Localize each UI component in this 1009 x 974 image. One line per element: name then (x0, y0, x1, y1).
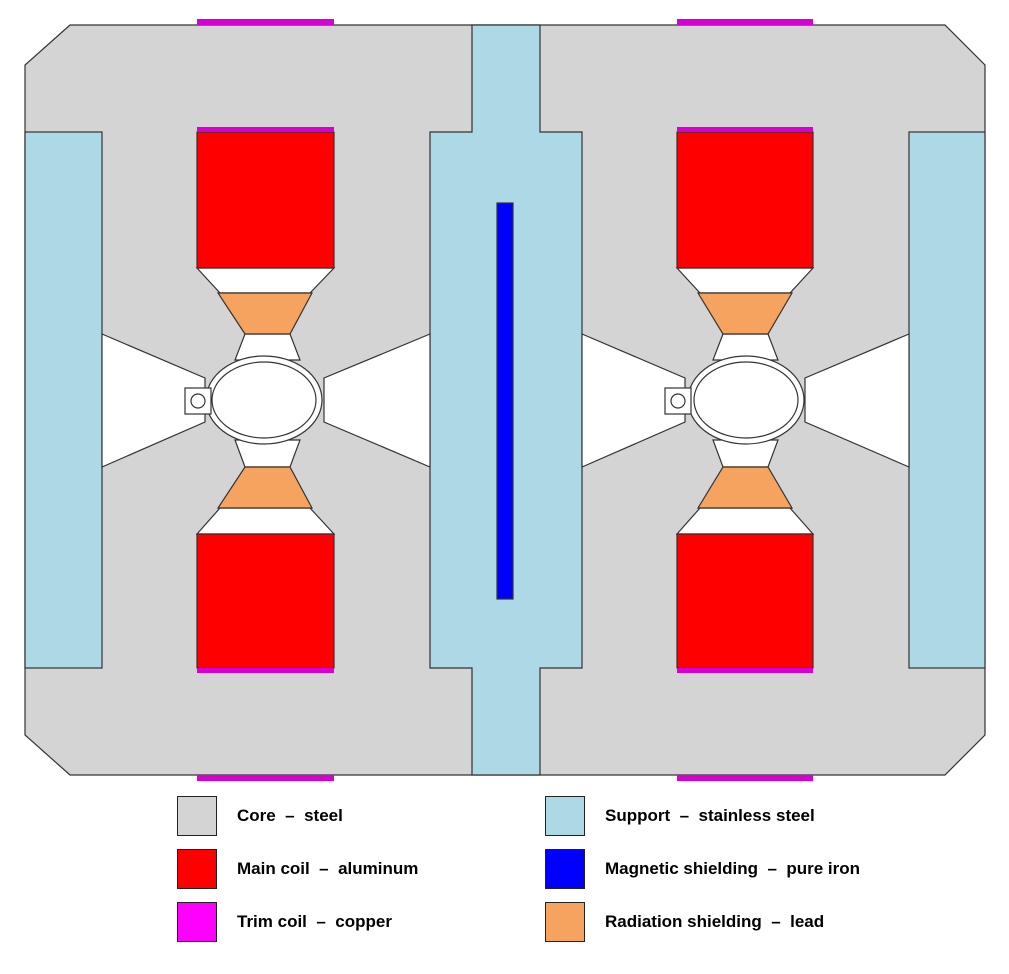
left-upper-radiation-shield (216, 292, 314, 335)
legend-item-trim-coil: Trim coil – copper (177, 902, 392, 942)
legend-item-radiation-shielding: Radiation shielding – lead (545, 902, 824, 942)
legend-swatch-trim-coil (177, 902, 217, 942)
right-lower-coil-gap (675, 507, 815, 535)
trim-coil-right-lower (677, 668, 813, 673)
trim-coil-top-outer-right (677, 19, 813, 25)
trim-coil-bottom-outer-right (677, 775, 813, 781)
trim-coil-top-outer-left (197, 19, 334, 25)
legend-swatch-radiation-shielding (545, 902, 585, 942)
legend-swatch-support (545, 796, 585, 836)
right-lower-main-coil (676, 533, 814, 669)
trim-coil-left-lower (197, 668, 334, 673)
right-upper-radiation-shield (696, 292, 794, 335)
magnet-cross-section-diagram (24, 19, 986, 781)
left-side-port-hole (190, 393, 206, 409)
right-side-port-hole (670, 393, 686, 409)
left-beam-chamber-inner (211, 361, 317, 439)
legend-swatch-core (177, 796, 217, 836)
left-gap-right (323, 333, 431, 468)
magnetic-shielding-bar (496, 202, 514, 600)
right-upper-coil-gap (675, 267, 815, 294)
right-lower-radiation-shield (696, 466, 794, 509)
right-magnet (581, 131, 910, 669)
legend-swatch-magnetic-shielding (545, 849, 585, 889)
trim-coil-right-upper (677, 127, 813, 132)
trim-coil-left-upper (197, 127, 334, 132)
legend-label-core: Core – steel (237, 806, 343, 825)
left-upper-coil-gap (195, 267, 336, 294)
legend-item-core: Core – steel (177, 796, 343, 836)
right-gap (581, 333, 686, 468)
right-support (908, 131, 986, 669)
left-support (24, 131, 103, 669)
left-lower-coil-gap (195, 507, 336, 535)
legend-label-magnetic-shielding: Magnetic shielding – pure iron (605, 859, 861, 878)
legend-item-main-coil: Main coil – aluminum (177, 849, 418, 889)
left-gap (101, 333, 206, 468)
legend-label-support: Support – stainless steel (605, 806, 815, 825)
left-magnet (101, 131, 431, 669)
legend-item-support: Support – stainless steel (545, 796, 815, 836)
right-gap-right (804, 333, 910, 468)
right-beam-chamber-inner (693, 361, 799, 439)
legend-item-magnetic-shielding: Magnetic shielding – pure iron (545, 849, 860, 889)
left-upper-main-coil (196, 131, 335, 269)
legend-label-main-coil: Main coil – aluminum (237, 859, 419, 878)
legend: Core – steel Main coil – aluminum Trim c… (0, 790, 1009, 974)
left-lower-radiation-shield (216, 466, 314, 509)
legend-label-radiation-shielding: Radiation shielding – lead (605, 912, 825, 931)
legend-label-trim-coil: Trim coil – copper (237, 912, 392, 931)
trim-coil-bottom-outer-left (197, 775, 334, 781)
left-lower-main-coil (196, 533, 335, 669)
right-upper-main-coil (676, 131, 814, 269)
legend-swatch-main-coil (177, 849, 217, 889)
